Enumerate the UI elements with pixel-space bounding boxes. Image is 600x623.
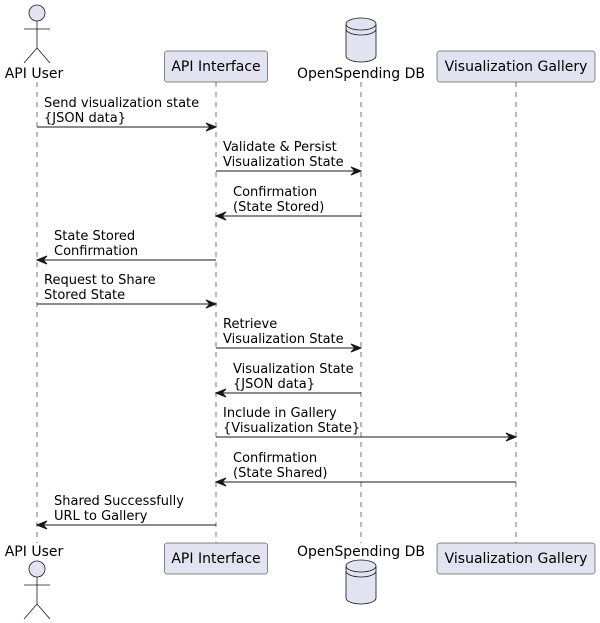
- participant-opendb-bottom: OpenSpending DB: [297, 544, 425, 605]
- message-arrowhead: [214, 477, 227, 487]
- message-label: Visualization State: [223, 332, 344, 347]
- message-label: (State Stored): [233, 200, 324, 215]
- message-label: {JSON data}: [44, 111, 126, 126]
- message-arrowhead: [214, 211, 227, 221]
- participant-name: API User: [5, 66, 64, 82]
- participant-api-interface-top: API Interface: [164, 50, 268, 83]
- messages: Send visualization state{JSON data}Valid…: [35, 96, 518, 530]
- lifelines: [36, 82, 517, 543]
- participant-name: API User: [5, 544, 64, 560]
- participant-name: Visualization Gallery: [445, 59, 588, 75]
- message-label: Validate & Persist: [223, 140, 337, 155]
- message-label: Stored State: [44, 288, 125, 303]
- participant-box: [436, 50, 596, 83]
- participant-name: OpenSpending DB: [297, 66, 425, 82]
- message-label: Visualization State: [223, 155, 344, 170]
- message-label: Send visualization state: [44, 96, 199, 111]
- participants-top: API User API Interface OpenSpending DB Visu…: [5, 4, 596, 83]
- participant-name: API Interface: [171, 59, 260, 75]
- participant-gallery-bottom: Visualization Gallery: [436, 542, 596, 575]
- participant-api-user-bottom: API User: [5, 544, 64, 620]
- message-label: Visualization State: [233, 362, 354, 377]
- message-label: Retrieve: [223, 317, 277, 332]
- message-label: Confirmation: [233, 451, 317, 466]
- message-label: Shared Successfully: [54, 494, 184, 509]
- participant-name: OpenSpending DB: [297, 544, 425, 560]
- message-label: {Visualization State}: [223, 421, 360, 436]
- message-arrowhead: [505, 432, 518, 442]
- participants-bottom: API User API Interface OpenSpending DB Visu…: [5, 542, 596, 620]
- message-label: State Stored: [54, 229, 135, 244]
- message-arrowhead: [205, 299, 218, 309]
- database-icon: [345, 559, 377, 605]
- participant-gallery-top: Visualization Gallery: [436, 50, 596, 83]
- participant-box: [164, 50, 268, 83]
- participant-opendb-top: OpenSpending DB: [297, 17, 425, 82]
- message-label: Confirmation: [54, 244, 138, 259]
- participant-box: [164, 542, 268, 575]
- participant-api-interface-bottom: API Interface: [164, 542, 268, 575]
- participant-name: Visualization Gallery: [445, 551, 588, 567]
- message-arrowhead: [350, 166, 363, 176]
- message-arrowhead: [35, 255, 48, 265]
- message: Visualization State{JSON data}: [214, 362, 361, 398]
- message-arrowhead: [214, 388, 227, 398]
- message-label: Request to Share: [44, 273, 156, 288]
- message-label: (State Shared): [233, 466, 327, 481]
- message-label: {JSON data}: [233, 377, 315, 392]
- message-arrowhead: [35, 520, 48, 530]
- message: Include in Gallery{Visualization State}: [216, 406, 518, 442]
- message: Confirmation(State Stored): [214, 185, 361, 221]
- actor-icon: [23, 560, 51, 620]
- message-label: Include in Gallery: [223, 406, 337, 421]
- message: Confirmation(State Shared): [214, 451, 516, 487]
- message-label: Confirmation: [233, 185, 317, 200]
- participant-name: API Interface: [171, 551, 260, 567]
- database-icon: [345, 17, 377, 63]
- participant-box: [436, 542, 596, 575]
- message-arrowhead: [350, 343, 363, 353]
- message-arrowhead: [205, 122, 218, 132]
- message-label: URL to Gallery: [54, 509, 148, 524]
- participant-api-user-top: API User: [5, 4, 64, 82]
- message: Send visualization state{JSON data}: [37, 96, 218, 132]
- actor-icon: [23, 4, 51, 64]
